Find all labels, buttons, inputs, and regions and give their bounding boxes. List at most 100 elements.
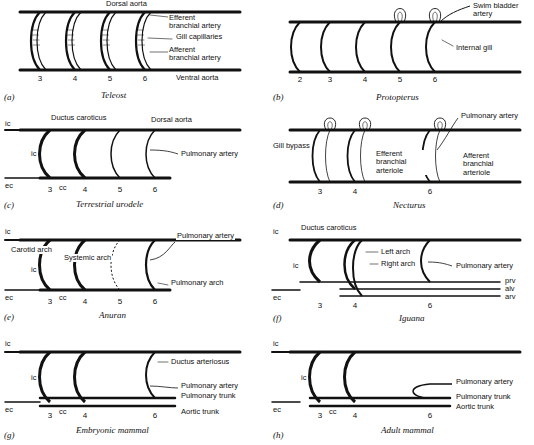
arch-number: 6 bbox=[142, 75, 148, 84]
vessel-path bbox=[150, 150, 178, 154]
arch-number: 5 bbox=[117, 186, 123, 195]
vessel-label: Efferent branchial artery bbox=[168, 14, 224, 31]
arch-number: 3 bbox=[47, 298, 53, 307]
vessel-label: ic bbox=[292, 262, 299, 270]
vessel-path bbox=[436, 130, 441, 182]
vessel-label: ic bbox=[30, 374, 37, 382]
vessel-line bbox=[5, 177, 40, 179]
arch-number: 2 bbox=[297, 76, 303, 85]
arch-number: 4 bbox=[352, 188, 358, 197]
vessel-label: Aortic trunk bbox=[180, 408, 220, 416]
vessel-line bbox=[290, 239, 320, 241]
vessel-line bbox=[102, 30, 108, 31]
vessel-path bbox=[363, 122, 367, 130]
arch-number: 6 bbox=[432, 76, 438, 85]
vessel-line bbox=[33, 40, 39, 41]
vessel-path bbox=[394, 9, 405, 23]
vessel-path bbox=[356, 22, 365, 72]
vessel-label: ec bbox=[4, 294, 14, 302]
arch-number: 3 bbox=[47, 412, 53, 421]
vessel-label: ic bbox=[4, 120, 11, 128]
vessel-path bbox=[111, 240, 120, 290]
vessel-line bbox=[40, 177, 170, 180]
vessel-line bbox=[5, 129, 50, 131]
vessel-path bbox=[101, 12, 110, 70]
arch-number: 3 bbox=[317, 188, 323, 197]
vessel-path bbox=[37, 12, 46, 70]
vessel-label: Afferent branchial artery bbox=[168, 46, 224, 63]
arch-number: 5 bbox=[397, 76, 403, 85]
arch-number: 3 bbox=[317, 412, 323, 421]
vessel-path bbox=[107, 12, 116, 70]
vessel-line bbox=[69, 45, 75, 46]
vessel-label: Efferent branchial arteriole bbox=[375, 150, 431, 175]
vessel-line bbox=[310, 405, 450, 408]
vessel-line bbox=[148, 38, 172, 39]
vessel-label: Pulmonary trunk bbox=[455, 393, 512, 401]
vessel-path bbox=[150, 386, 178, 388]
vessel-path bbox=[40, 352, 51, 402]
vessel-label: Pulmonary artery bbox=[460, 112, 519, 120]
vessel-path bbox=[66, 12, 75, 70]
vessel-label: ic bbox=[4, 228, 11, 236]
vessel-path bbox=[324, 118, 335, 130]
vessel-path bbox=[345, 352, 356, 402]
panel-caption: Necturus bbox=[392, 200, 427, 210]
vessel-label: Internal gill bbox=[455, 44, 493, 52]
vessel-path bbox=[40, 130, 51, 178]
vessel-path bbox=[353, 240, 362, 296]
vessel-line bbox=[5, 351, 50, 353]
vessel-line bbox=[300, 281, 500, 283]
vessel-path bbox=[361, 130, 366, 182]
vessel-label: Afferent branchial arteriole bbox=[462, 152, 518, 177]
vessel-label: Swim bladder artery bbox=[472, 2, 528, 19]
panel-caption: (c) bbox=[3, 200, 15, 210]
vessel-path bbox=[391, 22, 400, 72]
vessel-path bbox=[111, 130, 120, 178]
vessel-path bbox=[136, 12, 145, 70]
vessel-path bbox=[426, 22, 435, 72]
vessel-label: Pulmonary arch bbox=[170, 279, 225, 287]
vessel-label: cc bbox=[58, 294, 68, 302]
vessel-path bbox=[437, 118, 458, 150]
panel-caption: Terrestrial urodele bbox=[75, 199, 144, 209]
arch-number: 6 bbox=[152, 412, 158, 421]
vessel-line bbox=[290, 21, 520, 24]
vessel-path bbox=[326, 130, 331, 182]
vessel-line bbox=[340, 295, 500, 297]
vessel-line bbox=[272, 289, 300, 291]
vessel-line bbox=[67, 30, 73, 31]
vessel-path bbox=[146, 352, 155, 398]
vessel-path bbox=[398, 12, 402, 22]
panel-caption: Adult mammal bbox=[380, 425, 435, 435]
vessel-label: Dorsal aorta bbox=[105, 0, 148, 8]
vessel-line bbox=[5, 401, 40, 403]
vessel-line bbox=[34, 45, 40, 46]
vessel-line bbox=[340, 288, 500, 290]
vessel-label: Pulmonary artery bbox=[176, 232, 235, 240]
panel-caption: (f) bbox=[272, 313, 283, 323]
vessel-label: ic bbox=[300, 374, 307, 382]
vessel-path bbox=[321, 22, 330, 72]
vessel-label: cc bbox=[58, 408, 68, 416]
vessel-line bbox=[20, 69, 240, 72]
arch-number: 4 bbox=[362, 76, 368, 85]
vessel-line bbox=[290, 181, 520, 184]
arch-number: 4 bbox=[72, 75, 78, 84]
vessel-line bbox=[40, 289, 170, 292]
vessel-line bbox=[370, 264, 378, 265]
vessel-line bbox=[32, 30, 38, 31]
vessel-label: Pulmonary artery bbox=[455, 378, 514, 386]
vessel-label: ec bbox=[272, 406, 282, 414]
vessel-path bbox=[75, 352, 86, 402]
vessel-label: Pulmonary artery bbox=[180, 150, 239, 158]
vessel-label: Dorsal aorta bbox=[150, 116, 193, 124]
panel-caption: Teleost bbox=[100, 90, 127, 100]
vessel-label: cc bbox=[328, 408, 338, 416]
arch-number: 4 bbox=[82, 298, 88, 307]
vessel-label: ec bbox=[272, 294, 282, 302]
vessel-label: cc bbox=[58, 184, 68, 192]
arch-number: 4 bbox=[352, 302, 358, 311]
vessel-label: ic bbox=[272, 340, 279, 348]
vessel-label: Carotid arch bbox=[10, 246, 66, 254]
